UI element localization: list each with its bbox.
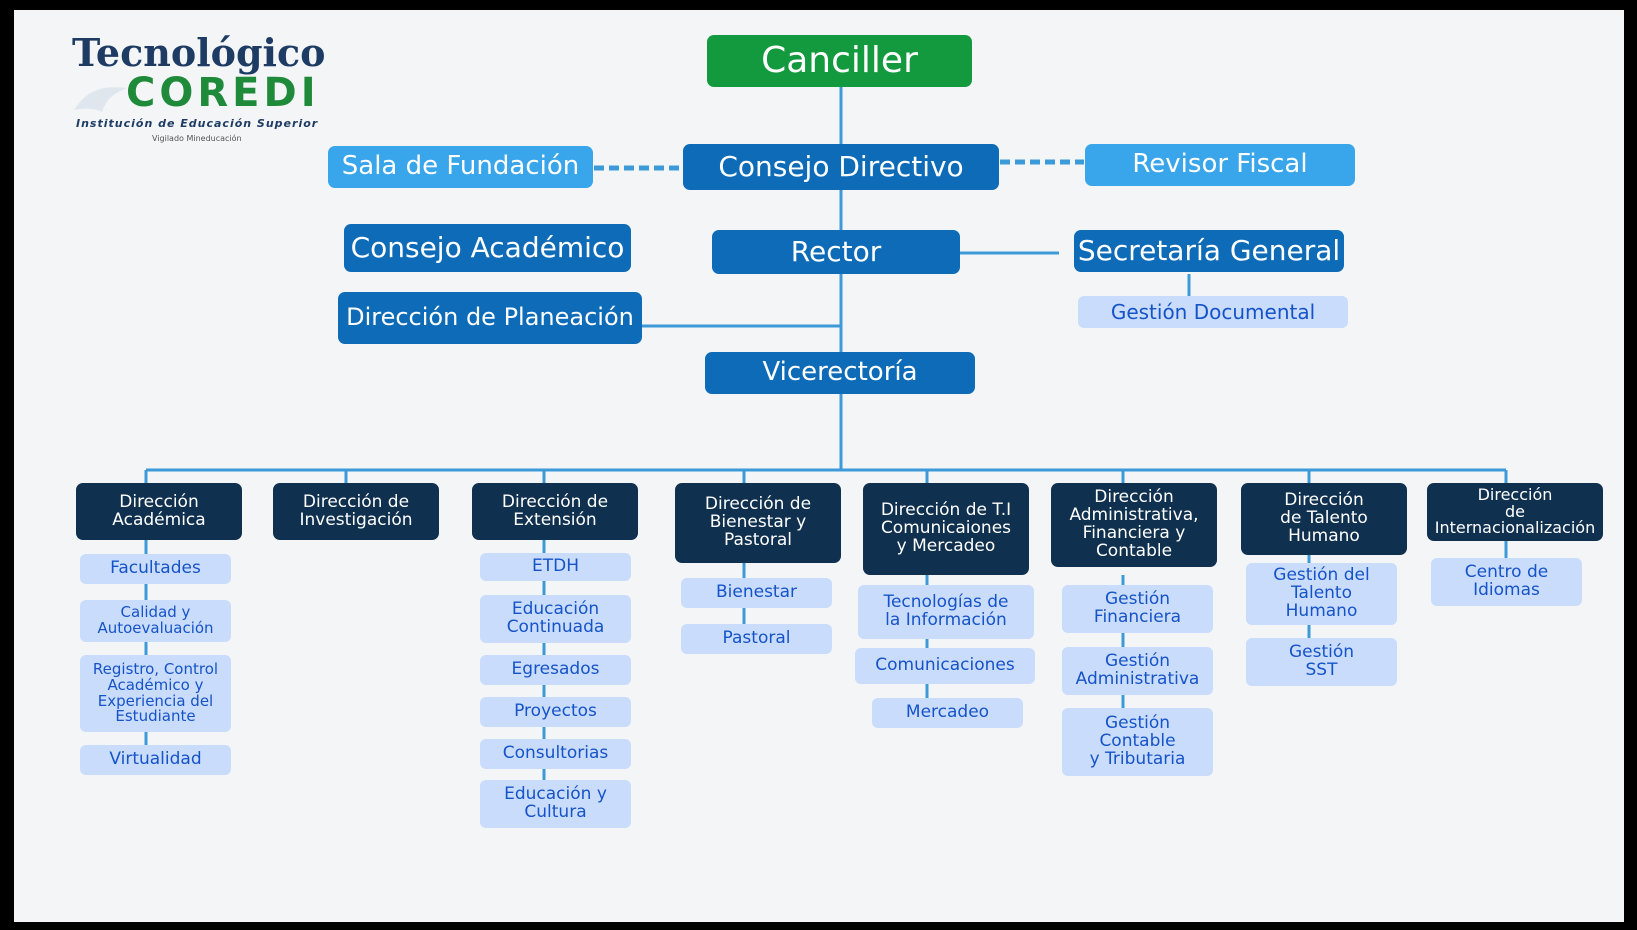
org-chart: Tecnológico COREDI Institución de Educac… xyxy=(14,10,1624,922)
sub-etdh: ETDH xyxy=(480,553,631,581)
vicerectoria-box: Vicerectoría xyxy=(705,352,975,394)
sub-educacion-continuada: Educación Continuada xyxy=(480,595,631,643)
logo-tagline: Institución de Educación Superior xyxy=(76,117,319,130)
department-internacionalizacion: Dirección de Internacionalización xyxy=(1427,483,1603,541)
sub-pastoral: Pastoral xyxy=(681,624,832,654)
sub-gestion-sst: Gestión SST xyxy=(1246,638,1397,686)
logo-title: Tecnológico xyxy=(72,30,326,75)
logo-brand: COREDI xyxy=(126,70,320,116)
sub-gestion-contable: Gestión Contable y Tributaria xyxy=(1062,708,1213,776)
sub-proyectos: Proyectos xyxy=(480,697,631,727)
rector-box: Rector xyxy=(712,230,960,274)
direccion-planeacion-box: Dirección de Planeación xyxy=(338,292,642,344)
department-administrativa: Dirección Administrativa, Financiera y C… xyxy=(1051,483,1217,567)
gestion-documental-box: Gestión Documental xyxy=(1078,296,1348,328)
sub-gestion-administrativa: Gestión Administrativa xyxy=(1062,647,1213,695)
sub-facultades: Facultades xyxy=(80,554,231,584)
sub-tecnologias: Tecnologías de la Información xyxy=(858,585,1034,639)
dove-icon xyxy=(74,87,127,112)
sub-calidad: Calidad y Autoevaluación xyxy=(80,600,231,642)
sub-centro-idiomas: Centro de Idiomas xyxy=(1431,558,1582,606)
sub-consultorias: Consultorias xyxy=(480,739,631,769)
consejo-academico-box: Consejo Académico xyxy=(344,224,631,272)
secretaria-general-box: Secretaría General xyxy=(1074,230,1344,272)
sub-bienestar: Bienestar xyxy=(681,578,832,608)
sub-comunicaciones: Comunicaciones xyxy=(855,648,1035,684)
logo: Tecnológico COREDI Institución de Educac… xyxy=(72,30,326,150)
consejo-directivo-box: Consejo Directivo xyxy=(683,144,999,190)
department-talento-humano: Dirección de Talento Humano xyxy=(1241,483,1407,555)
sub-gestion-talento: Gestión del Talento Humano xyxy=(1246,563,1397,625)
sub-virtualidad: Virtualidad xyxy=(80,745,231,775)
sub-registro: Registro, Control Académico y Experienci… xyxy=(80,655,231,732)
department-ti: Dirección de T.I Comunicaiones y Mercade… xyxy=(863,483,1029,575)
sub-mercadeo: Mercadeo xyxy=(872,698,1023,728)
canciller-box: Canciller xyxy=(707,35,972,87)
logo-vigilado: Vigilado Mineducación xyxy=(152,134,242,143)
sala-fundacion-box: Sala de Fundación xyxy=(328,146,593,188)
department-academica: Dirección Académica xyxy=(76,483,242,540)
department-investigacion: Dirección de Investigación xyxy=(273,483,439,540)
sub-gestion-financiera: Gestión Financiera xyxy=(1062,585,1213,633)
department-extension: Dirección de Extensión xyxy=(472,483,638,540)
revisor-fiscal-box: Revisor Fiscal xyxy=(1085,144,1355,186)
sub-egresados: Egresados xyxy=(480,655,631,685)
department-bienestar: Dirección de Bienestar y Pastoral xyxy=(675,483,841,563)
sub-educacion-cultura: Educación y Cultura xyxy=(480,780,631,828)
